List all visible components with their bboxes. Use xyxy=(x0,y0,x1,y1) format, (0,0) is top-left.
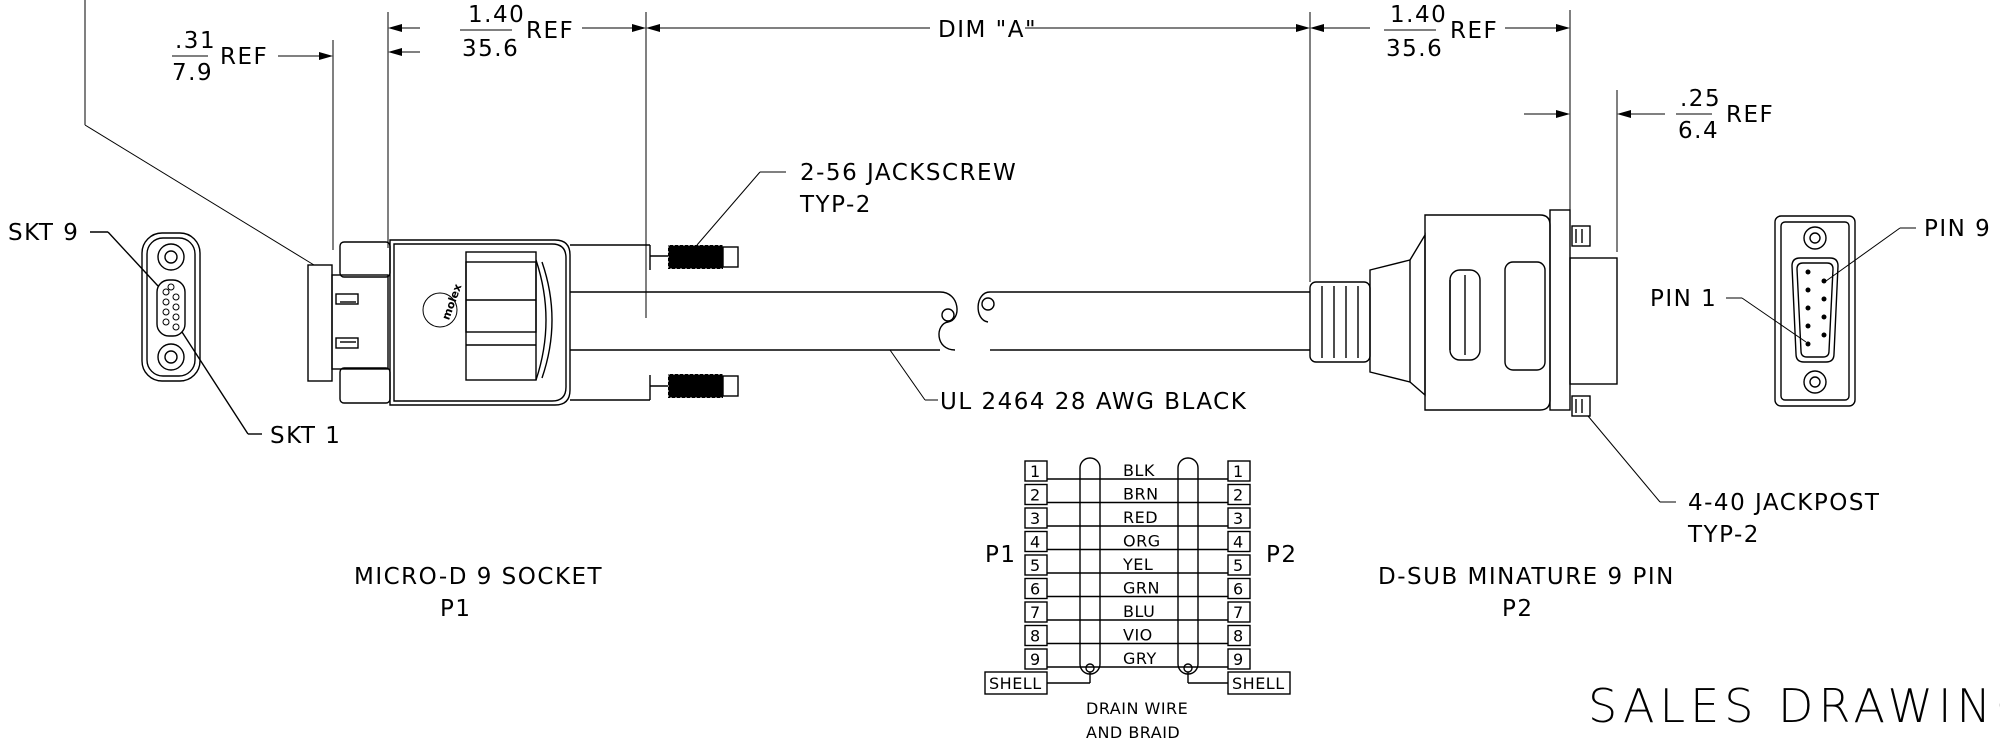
left-ref-suffix: REF xyxy=(220,44,268,70)
p1-ref-top: 1.40 xyxy=(468,2,525,28)
p2-pin-number: 7 xyxy=(1233,603,1244,622)
p2-end-view xyxy=(1726,215,1916,407)
cable-spec-label: UL 2464 28 AWG BLACK xyxy=(940,389,1247,415)
wire-color-label: VIO xyxy=(1123,626,1153,645)
wire-color-label: BLK xyxy=(1123,461,1155,480)
pin9-label: PIN 9 xyxy=(1924,216,1991,242)
p1-pin-number: 4 xyxy=(1030,533,1041,552)
wire-color-label: BRN xyxy=(1123,485,1159,504)
p1-pin-box xyxy=(1024,624,1048,647)
p1-pin-box xyxy=(1024,483,1048,506)
pin1-label: PIN 1 xyxy=(1650,286,1717,312)
p2-pin-box xyxy=(1227,460,1251,482)
p1-pin-number: 6 xyxy=(1030,580,1041,599)
p1-connector-name: MICRO-D 9 SOCKET xyxy=(354,564,603,590)
drain-wire-label: DRAIN WIRE xyxy=(1086,699,1188,718)
jackpost-label: 4-40 JACKPOST xyxy=(1688,490,1880,516)
p2-ref-top: 1.40 xyxy=(1390,2,1447,28)
post-ref-top: .25 xyxy=(1680,86,1721,112)
p2-pin-box xyxy=(1227,483,1251,506)
skt9-label: SKT 9 xyxy=(8,220,79,246)
p1-pin-box xyxy=(1024,554,1048,576)
p1-pin-box xyxy=(1024,507,1048,529)
p2-pin-box xyxy=(1227,624,1251,647)
sales-drawing-title: SALES DRAWING xyxy=(1588,679,2000,733)
p2-pin-number: 9 xyxy=(1233,650,1244,669)
molex-logo-text: molex xyxy=(439,282,464,322)
jackscrew-bottom xyxy=(650,373,739,399)
p1-pin-number: 9 xyxy=(1030,650,1041,669)
p2-pin-number: 3 xyxy=(1233,509,1244,528)
p2-pin-box xyxy=(1227,507,1251,529)
p2-pin-number: 1 xyxy=(1233,462,1244,481)
jackscrew-typ-label: TYP-2 xyxy=(799,192,872,218)
p1-connector-side-view: molex xyxy=(84,0,651,406)
p2-pin-number: 6 xyxy=(1233,580,1244,599)
p2-ref-bottom: 35.6 xyxy=(1386,36,1443,62)
p1-end-view xyxy=(90,231,262,435)
jackscrew-label: 2-56 JACKSCREW xyxy=(800,160,1017,186)
p1-pin-box xyxy=(1024,577,1048,600)
p2-pin-box xyxy=(1227,648,1251,670)
p1-pin-box xyxy=(1024,601,1048,623)
post-ref-suffix: REF xyxy=(1726,102,1774,128)
left-ref-bottom: 7.9 xyxy=(172,60,213,86)
p1-pin-box xyxy=(1024,530,1048,553)
p2-pin-number: 4 xyxy=(1233,533,1244,552)
p1-pin-number: 5 xyxy=(1030,556,1041,575)
cable xyxy=(650,291,1310,351)
jackscrew-top xyxy=(650,244,739,270)
p1-ref-bottom: 35.6 xyxy=(462,36,519,62)
wiring-schematic: P1 P2 SHELL SHELL DRAIN WIRE AND BRAID 1… xyxy=(984,457,1298,740)
wire-color-label: ORG xyxy=(1123,532,1161,551)
wire-color-label: RED xyxy=(1123,508,1158,527)
p1-connector-ref: P1 xyxy=(440,596,472,622)
p2-connector-side-view xyxy=(1309,209,1618,417)
p2-pin-box xyxy=(1227,554,1251,576)
post-ref-bottom: 6.4 xyxy=(1678,118,1719,144)
p2-connector-name: D-SUB MINATURE 9 PIN xyxy=(1378,564,1675,590)
p1-pin-number: 1 xyxy=(1030,462,1041,481)
p2-pin-box xyxy=(1227,601,1251,623)
p1-ref-suffix: REF xyxy=(526,18,574,44)
p2-ref-suffix: REF xyxy=(1450,18,1498,44)
p2-pin-number: 2 xyxy=(1233,486,1244,505)
wiring-right-label: P2 xyxy=(1266,542,1298,568)
dim-a-label: DIM "A" xyxy=(938,17,1037,43)
p1-pin-number: 7 xyxy=(1030,603,1041,622)
p2-pin-box xyxy=(1227,530,1251,553)
left-ref-top: .31 xyxy=(175,28,216,54)
wire-color-label: BLU xyxy=(1123,602,1155,621)
p1-pin-box xyxy=(1024,460,1048,482)
p2-pin-number: 5 xyxy=(1233,556,1244,575)
p2-pin-box xyxy=(1227,577,1251,600)
drain-braid-label: AND BRAID xyxy=(1086,723,1180,740)
wire-color-label: YEL xyxy=(1122,555,1153,574)
wire-color-label: GRY xyxy=(1123,649,1157,668)
p1-pin-box xyxy=(1024,648,1048,670)
skt1-label: SKT 1 xyxy=(270,423,341,449)
p2-pin-number: 8 xyxy=(1233,627,1244,646)
dimension-lines xyxy=(278,10,1665,318)
shell-left-label: SHELL xyxy=(989,674,1042,693)
jackpost-typ-label: TYP-2 xyxy=(1687,522,1760,548)
wire-color-label: GRN xyxy=(1123,579,1160,598)
p1-pin-number: 8 xyxy=(1030,627,1041,646)
p2-connector-ref: P2 xyxy=(1502,596,1534,622)
dimension-labels: .31 7.9 REF 1.40 35.6 REF DIM "A" 1.40 3… xyxy=(172,2,1774,144)
shell-right-label: SHELL xyxy=(1232,674,1285,693)
wiring-left-label: P1 xyxy=(985,542,1017,568)
p1-pin-number: 2 xyxy=(1030,486,1041,505)
p1-pin-number: 3 xyxy=(1030,509,1041,528)
